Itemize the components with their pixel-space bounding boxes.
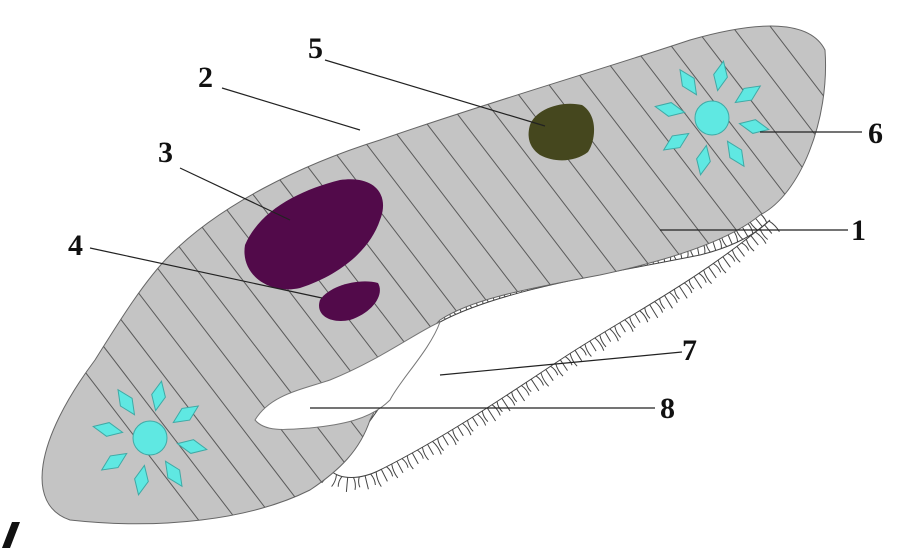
cilium [387, 467, 393, 477]
cilium [332, 475, 337, 487]
cilium [590, 341, 596, 351]
cilium [560, 360, 567, 371]
cilium [492, 405, 500, 416]
contractile-vacuole-center [695, 101, 729, 135]
cilium [443, 436, 449, 446]
cilium [526, 382, 531, 391]
cilium [487, 408, 495, 421]
leader-line-5 [325, 60, 545, 126]
label-3: 3 [158, 136, 173, 169]
cilium [620, 323, 626, 332]
cilium [428, 444, 434, 454]
cilium [365, 476, 368, 490]
cilium [354, 477, 356, 490]
cilium [433, 441, 442, 454]
cilium [625, 320, 633, 332]
cilium [764, 225, 771, 234]
cilium [665, 295, 673, 308]
cilium [517, 389, 525, 401]
cilium [376, 472, 381, 487]
cilium [742, 243, 749, 251]
cilium [580, 347, 586, 355]
label-8: 8 [660, 392, 675, 425]
cilium [605, 332, 611, 342]
cilium [650, 305, 658, 318]
cilium [359, 477, 360, 488]
label-4: 4 [68, 229, 83, 262]
label-7: 7 [682, 334, 697, 367]
label-1: 1 [851, 214, 866, 247]
cilium [397, 461, 403, 473]
cilium [502, 398, 510, 411]
cilium [531, 379, 539, 391]
cilium [472, 417, 478, 426]
contractile-vacuole-center [133, 421, 167, 455]
cilium [575, 350, 582, 361]
leader-line-2 [222, 88, 360, 130]
hatch-line [864, 0, 906, 548]
cilium [346, 477, 347, 492]
cilium [448, 433, 457, 445]
cilium [746, 239, 754, 251]
cilium [732, 250, 740, 262]
cilium [635, 314, 640, 323]
cilium [458, 426, 464, 435]
cilium [694, 277, 702, 289]
cilium [412, 453, 418, 464]
cilium [704, 270, 712, 284]
cilium [417, 450, 423, 459]
leader-line-7 [440, 352, 682, 375]
cilium [737, 246, 745, 256]
cilium [679, 286, 687, 298]
cilium [595, 338, 604, 351]
label-2: 2 [198, 61, 213, 94]
cilium [546, 370, 553, 381]
cilium [718, 260, 726, 273]
cilium [541, 373, 549, 387]
cilium [640, 311, 648, 323]
cilium [371, 474, 376, 485]
cilium [751, 236, 758, 245]
hatch-line [902, 0, 906, 548]
hatch-line [826, 0, 906, 548]
cilium [610, 329, 619, 341]
cilium [756, 218, 763, 227]
cilium [565, 357, 572, 366]
cilium [755, 232, 766, 244]
cilium [463, 423, 472, 435]
cilium [381, 469, 387, 481]
label-6: 6 [868, 117, 883, 150]
cilium [477, 414, 485, 425]
label-5: 5 [308, 32, 323, 65]
cilium [402, 459, 408, 468]
cilium [723, 257, 731, 268]
cilium [689, 280, 694, 289]
cilium [338, 476, 342, 486]
stray-mark [2, 522, 20, 548]
cilium [743, 228, 748, 237]
cilium [709, 267, 717, 278]
cilium [556, 363, 564, 376]
